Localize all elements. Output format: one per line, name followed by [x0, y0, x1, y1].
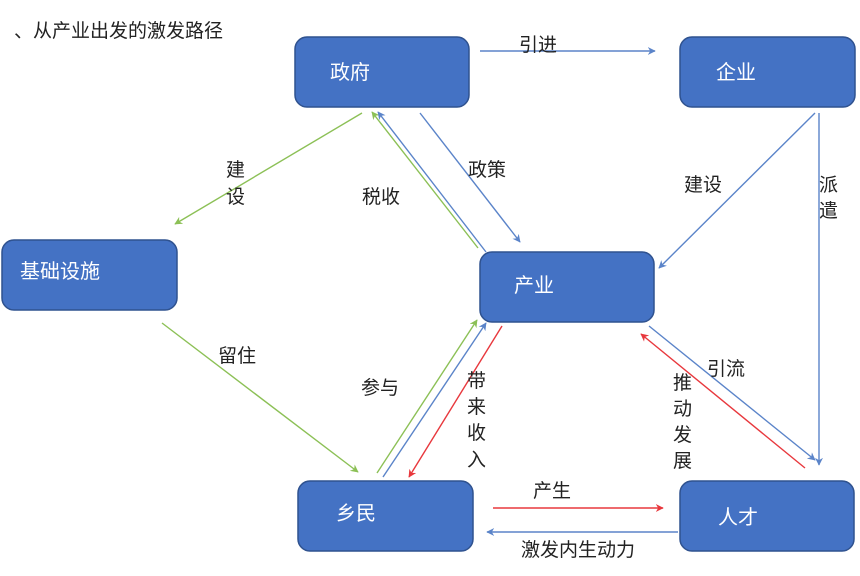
node-government-label: 政府 [330, 60, 370, 84]
label-introduce: 引进 [519, 34, 557, 56]
label-attract: 引流 [707, 358, 745, 380]
edge-ind-to-gov-tax [371, 111, 479, 249]
node-villagers: 乡民 [297, 480, 474, 552]
label-bring-income: 带 来 收 入 [467, 370, 492, 471]
label-promote: 推 动 发 展 [673, 372, 698, 472]
edge-ind-to-gov [377, 111, 487, 253]
diagram-title: 、从产业出发的激发路径 [14, 20, 224, 42]
label-build-ent: 建设 [684, 174, 722, 196]
node-talent: 人才 [679, 480, 855, 552]
label-motivate: 激发内生动力 [521, 539, 635, 561]
edge-ent-to-ind [658, 112, 816, 269]
node-talent-label: 人才 [718, 505, 758, 529]
label-retain: 留住 [218, 345, 256, 367]
node-government: 政府 [294, 36, 470, 108]
label-dispatch: 派 遣 [819, 174, 844, 222]
node-villagers-label: 乡民 [336, 501, 376, 525]
edge-vill-to-ind-green [376, 319, 478, 474]
node-enterprise: 企业 [679, 36, 856, 108]
node-industry-label: 产业 [514, 273, 554, 297]
node-infrastructure-label: 基础设施 [20, 259, 100, 283]
label-participate: 参与 [361, 377, 399, 399]
edge-ind-to-tal [648, 325, 816, 461]
label-tax: 税收 [362, 186, 400, 208]
edge-tal-to-ind [640, 333, 806, 469]
edge-infra-to-vill [161, 322, 359, 473]
edge-gov-to-ind-policy [419, 112, 521, 243]
label-build-gov: 建 设 [226, 159, 251, 208]
edge-gov-to-infra [174, 112, 363, 225]
edge-ind-to-vill [408, 325, 503, 478]
label-produce: 产生 [533, 480, 571, 502]
node-infrastructure: 基础设施 [1, 239, 178, 311]
edge-vill-to-ind-blue [382, 322, 487, 478]
label-policy: 政策 [468, 159, 506, 181]
node-enterprise-label: 企业 [716, 60, 756, 84]
node-industry: 产业 [479, 251, 655, 323]
